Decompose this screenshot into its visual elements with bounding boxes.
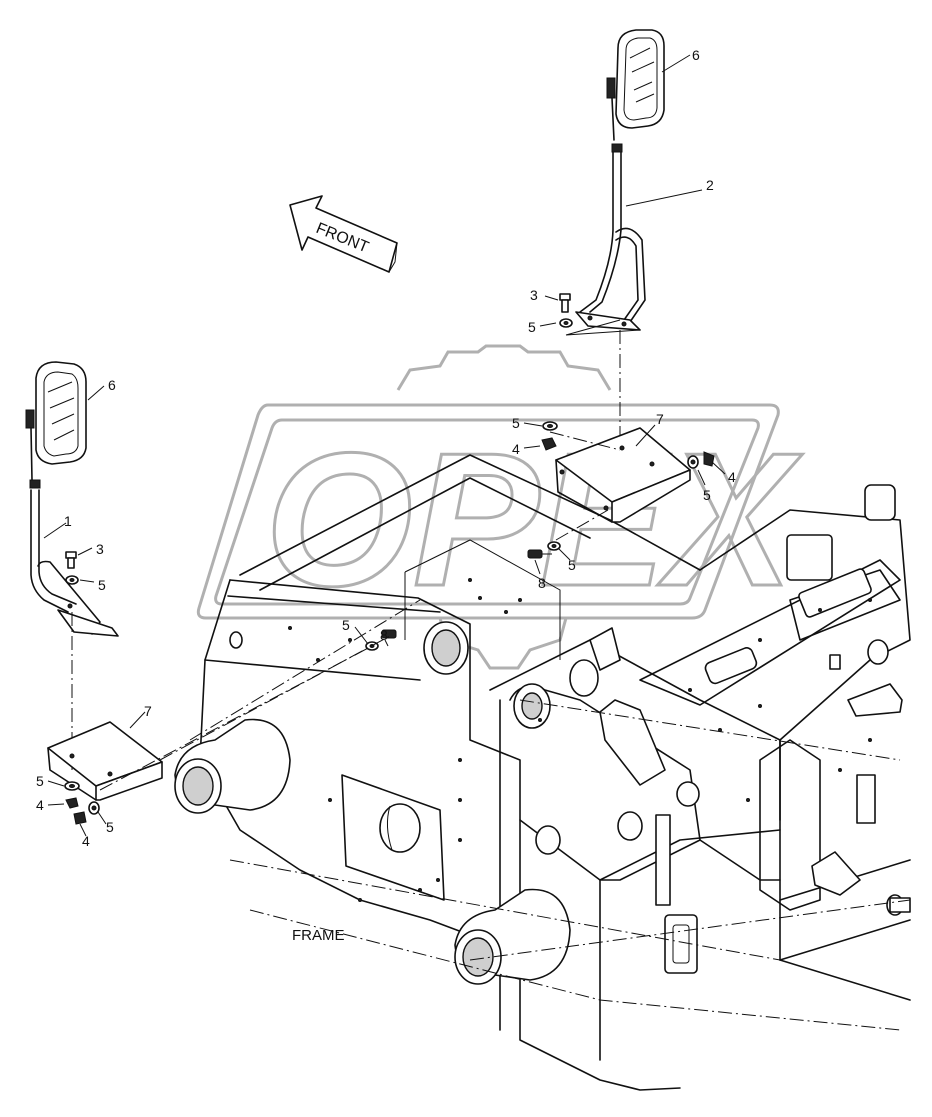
callout-nut-bracket-right: 4: [728, 469, 736, 485]
machine-frame: FRAME: [174, 454, 911, 1091]
leader-lines: [43, 54, 726, 837]
front-direction-arrow: FRONT: [289, 195, 398, 273]
callout-bolt-left: 3: [96, 541, 104, 557]
callout-bolt-bracket: 8: [538, 575, 546, 591]
callout-washer-bracket-low: 5: [568, 557, 576, 573]
callout-mirror-left: 6: [108, 377, 116, 393]
callout-stay-right: 2: [706, 177, 714, 193]
callout-bolt-frame: 8: [380, 627, 388, 643]
callout-bracket-right: 7: [656, 411, 664, 427]
callout-bolt-right: 3: [530, 287, 538, 303]
callout-washer-frame: 5: [342, 617, 350, 633]
callout-washer-bracket-right: 5: [703, 487, 711, 503]
callout-bracket-left: 7: [144, 703, 152, 719]
watermark-logo: OPEX: [196, 344, 805, 670]
callout-numbers: 6 2 3 5 5 4 7 4 5 5 8 6 1 3 5 5 8 7 5 4 …: [36, 47, 736, 849]
callout-washer-left-low: 5: [36, 773, 44, 789]
mirror-assembly-right: [559, 29, 665, 450]
callout-stay-left: 1: [64, 513, 72, 529]
frame-label: FRAME: [292, 927, 345, 944]
mirror-assembly-left: [25, 361, 119, 770]
callout-washer-left: 5: [98, 577, 106, 593]
callout-nut-left-bottom: 4: [82, 833, 90, 849]
bracket-left: [47, 629, 397, 825]
callout-washer-right-top: 5: [528, 319, 536, 335]
callout-washer-bracket-top: 5: [512, 415, 520, 431]
callout-nut-bracket-top: 4: [512, 441, 520, 457]
callout-nut-left-low: 4: [36, 797, 44, 813]
callout-mirror-right: 6: [692, 47, 700, 63]
callout-washer-left-low2: 5: [106, 819, 114, 835]
bracket-right: [527, 421, 715, 559]
